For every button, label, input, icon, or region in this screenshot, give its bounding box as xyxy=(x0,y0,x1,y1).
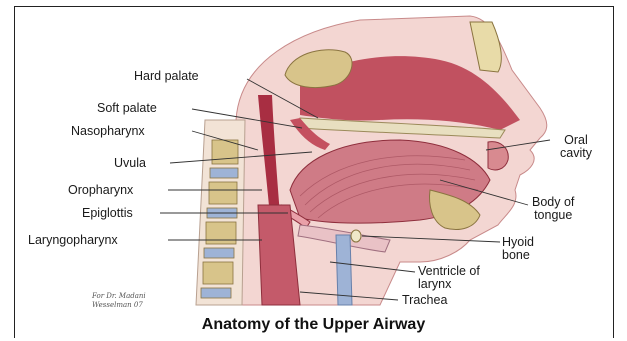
label-oropharynx: Oropharynx xyxy=(68,184,133,197)
label-uvula: Uvula xyxy=(114,157,146,170)
label-trachea: Trachea xyxy=(402,294,447,307)
label-laryngopharynx: Laryngopharynx xyxy=(28,234,118,247)
artist-signature: Wesselman 07 xyxy=(92,301,143,309)
label-oral-cavity: Oral cavity xyxy=(560,134,592,160)
esophagus-band xyxy=(336,235,352,305)
label-soft-palate: Soft palate xyxy=(97,102,157,115)
label-epiglottis: Epiglottis xyxy=(82,207,133,220)
label-oral-cavity-line2: cavity xyxy=(560,147,592,160)
label-hard-palate: Hard palate xyxy=(134,70,199,83)
label-hyoid-bone-line2: bone xyxy=(502,249,534,262)
label-body-of-tongue: Body of tongue xyxy=(532,196,574,222)
label-ventricle-line2: larynx xyxy=(418,278,480,291)
figure-title: Anatomy of the Upper Airway xyxy=(0,316,627,334)
label-body-of-tongue-line2: tongue xyxy=(532,209,574,222)
label-hyoid-bone: Hyoid bone xyxy=(502,236,534,262)
hyoid-shape xyxy=(351,230,361,242)
label-ventricle-of-larynx: Ventricle of larynx xyxy=(418,265,480,291)
label-nasopharynx: Nasopharynx xyxy=(71,125,145,138)
credit-text: For Dr. Madani xyxy=(92,292,146,300)
